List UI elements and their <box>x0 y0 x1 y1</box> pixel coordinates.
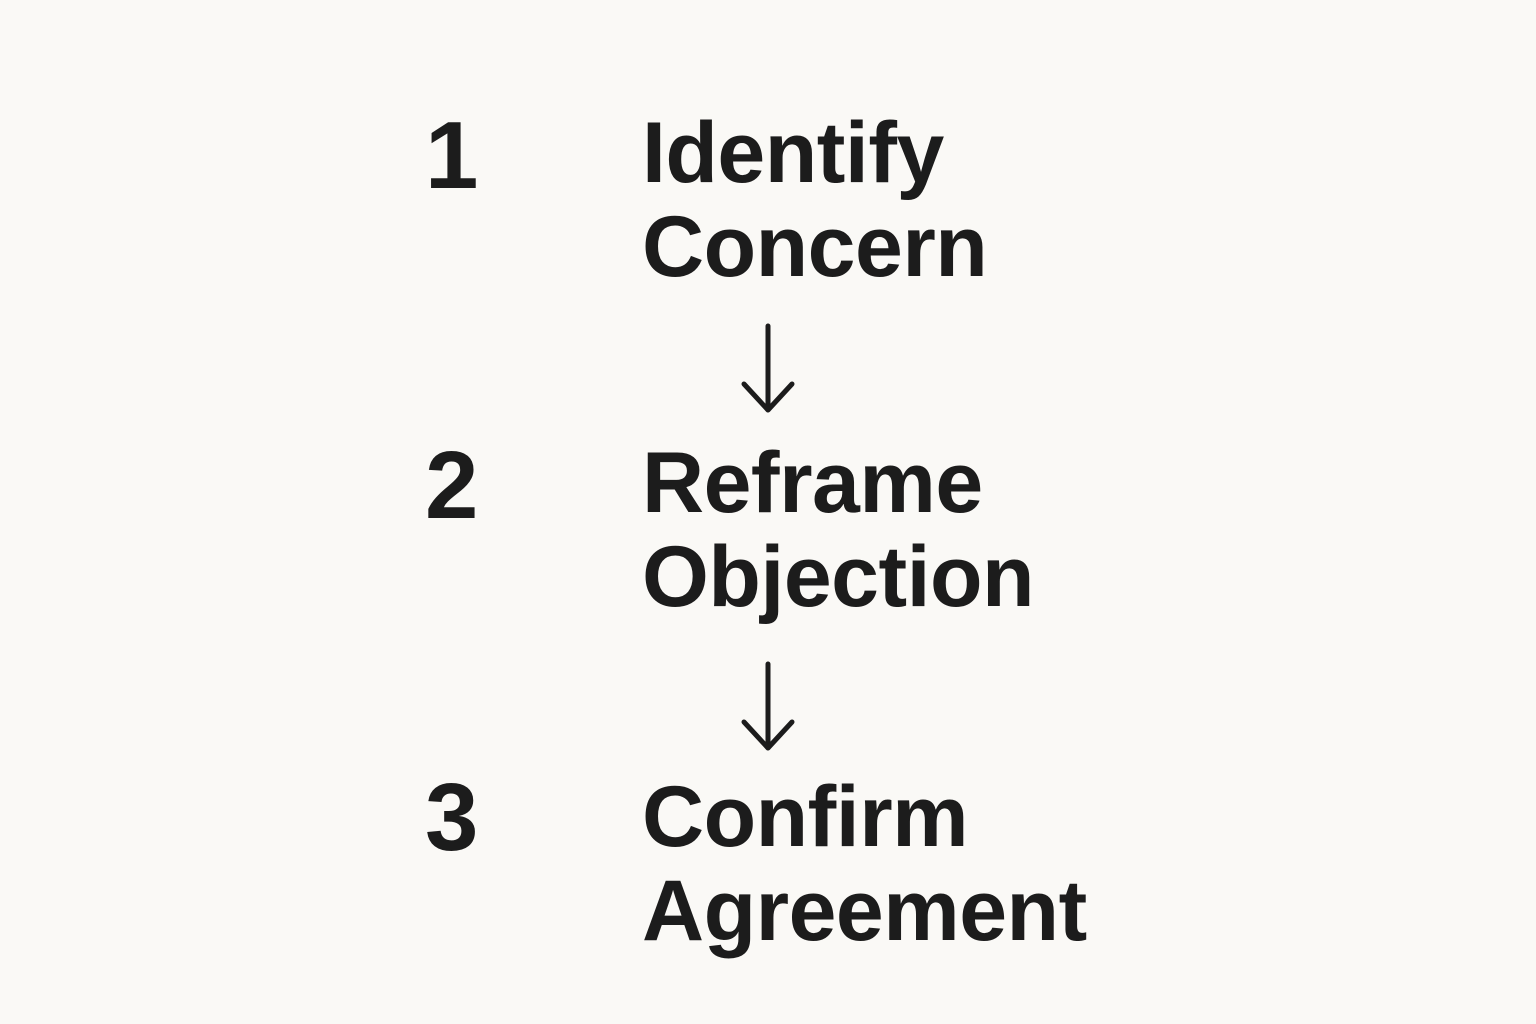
step-3-label-line1: Confirm <box>642 769 969 865</box>
arrow-down-icon <box>741 323 795 413</box>
step-2-label-line1: Reframe <box>642 435 983 531</box>
step-2-number: 2 <box>425 432 478 539</box>
step-1-label-line2: Concern <box>642 199 988 295</box>
step-3-number: 3 <box>425 764 478 871</box>
step-3-label-line2: Agreement <box>642 863 1087 959</box>
step-3-label: Confirm Agreement <box>642 770 1087 958</box>
step-1-number: 1 <box>425 102 478 209</box>
step-2-label: Reframe Objection <box>642 435 1035 625</box>
arrow-down-icon <box>741 661 795 751</box>
step-1-label-line1: Identify <box>642 105 944 201</box>
step-1-label: Identify Concern <box>642 105 988 295</box>
step-2-label-line2: Objection <box>642 529 1035 625</box>
